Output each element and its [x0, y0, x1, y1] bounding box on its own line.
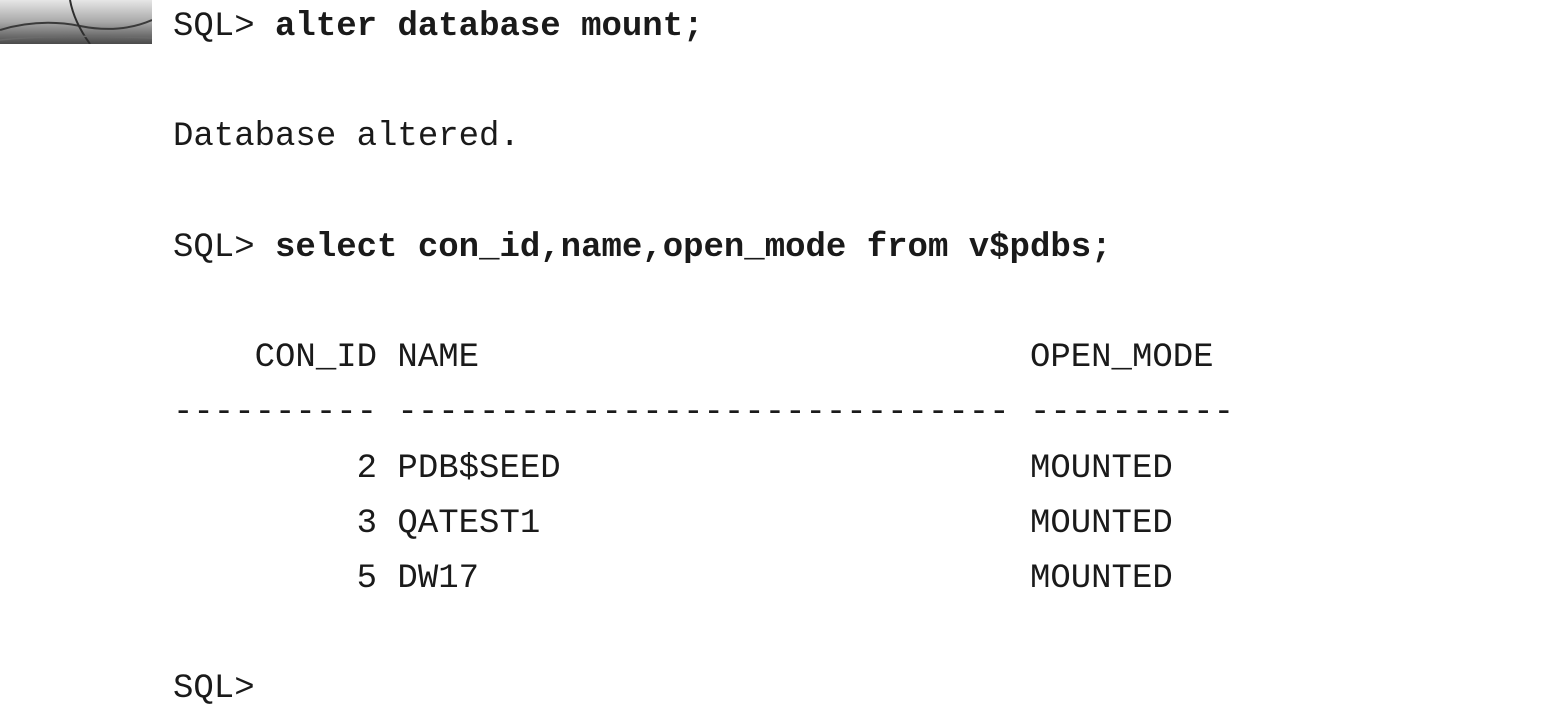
- blank-line: [173, 166, 1234, 221]
- table-row: 3 QATEST1 MOUNTED: [173, 504, 1173, 543]
- blank-line: [173, 276, 1234, 331]
- sql-command: select con_id,name,open_mode from v$pdbs…: [275, 228, 1112, 267]
- code-listing-page: SQL> alter database mount; Database alte…: [0, 0, 1234, 709]
- sql-session-listing: SQL> alter database mount; Database alte…: [173, 0, 1234, 717]
- sql-command: alter database mount;: [275, 8, 704, 46]
- command-line-1: SQL> alter database mount;: [173, 0, 1234, 55]
- final-prompt: SQL>: [173, 670, 255, 709]
- result-line-1: Database altered.: [173, 118, 520, 157]
- table-row: 2 PDB$SEED MOUNTED: [173, 449, 1173, 488]
- code-listing-icon: [0, 0, 152, 44]
- table-separator: ---------- -----------------------------…: [173, 394, 1234, 433]
- blank-line: [173, 55, 1234, 110]
- sql-prompt: SQL>: [173, 228, 276, 267]
- table-header: CON_ID NAME OPEN_MODE: [173, 339, 1214, 378]
- command-line-2: SQL> select con_id,name,open_mode from v…: [173, 221, 1234, 276]
- sql-prompt: SQL>: [173, 8, 276, 46]
- blank-line: [173, 607, 1234, 662]
- table-row: 5 DW17 MOUNTED: [173, 559, 1173, 598]
